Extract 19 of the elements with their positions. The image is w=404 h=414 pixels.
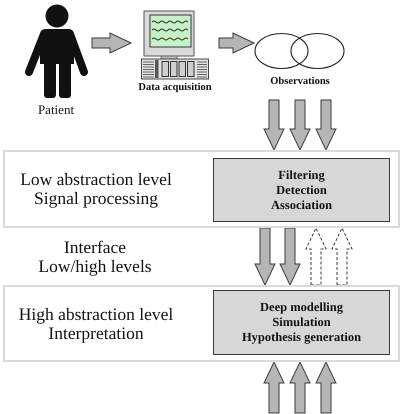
- level-band: [3, 150, 400, 228]
- figure-caption: Patient: [38, 102, 74, 117]
- level-band: [3, 285, 400, 362]
- process-step: Hypothesis generation: [242, 330, 362, 345]
- process-step: Association: [270, 198, 332, 212]
- level-subtitle: Signal processing: [34, 189, 158, 208]
- level-title: High abstraction level: [18, 304, 174, 324]
- process-box: [213, 290, 390, 355]
- interface-label: Interface: [64, 238, 126, 257]
- process-step: Deep modelling: [260, 300, 343, 315]
- process-step: Detection: [276, 182, 327, 198]
- figure-caption: Observations: [270, 76, 330, 88]
- interface-label: Low/high levels: [38, 257, 152, 276]
- process-box: [213, 158, 390, 222]
- process-step: Simulation: [272, 315, 331, 330]
- level-title: Low abstraction level: [20, 170, 172, 189]
- level-subtitle: Interpretation: [48, 324, 144, 342]
- process-step: Filtering: [278, 168, 325, 182]
- figure-caption: Data acquisition: [138, 82, 212, 94]
